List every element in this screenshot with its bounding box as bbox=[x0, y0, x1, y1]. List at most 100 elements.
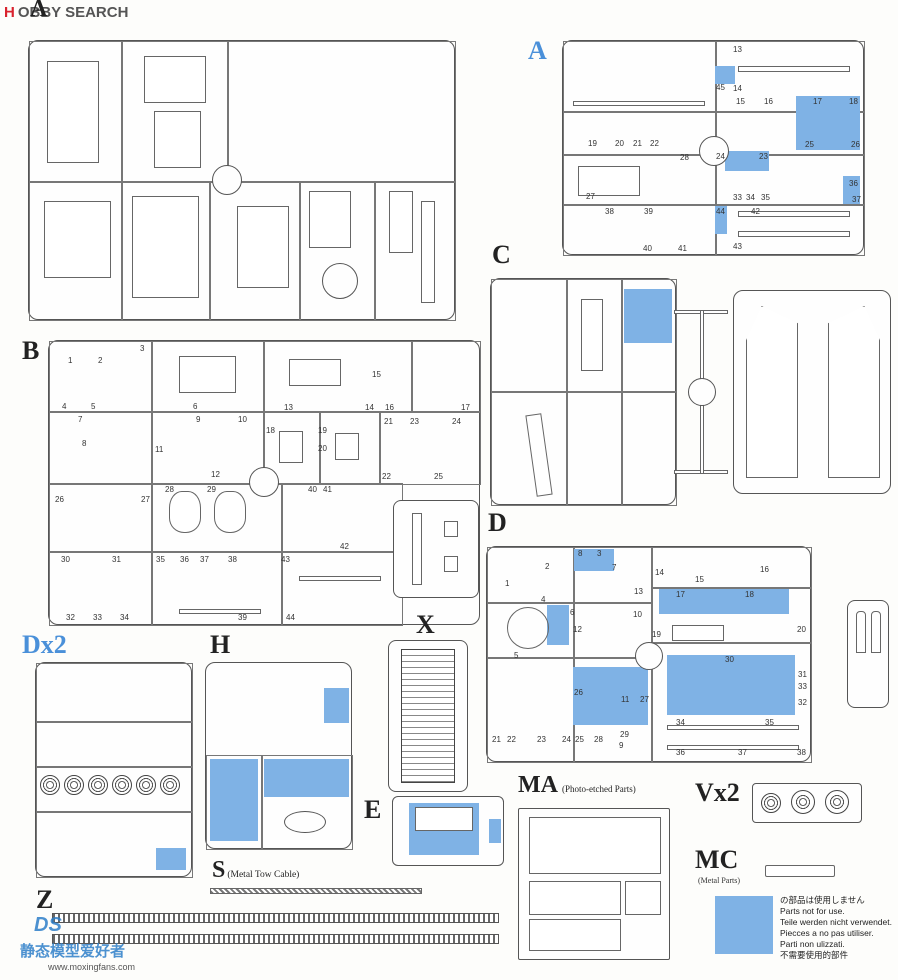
metal-part-rod bbox=[765, 865, 835, 877]
a-right-part-18: 18 bbox=[849, 97, 858, 106]
a-right-part-44: 44 bbox=[716, 207, 725, 216]
b-part-44: 44 bbox=[286, 613, 295, 622]
a-right-part-36: 36 bbox=[849, 179, 858, 188]
a-right-part-14: 14 bbox=[733, 84, 742, 93]
d-part-6: 6 bbox=[570, 608, 575, 617]
a-right-part-17: 17 bbox=[813, 97, 822, 106]
legend-line-zh: 不需要使用的部件 bbox=[780, 950, 849, 960]
b-part-10: 10 bbox=[238, 415, 247, 424]
a-right-part-38: 38 bbox=[605, 207, 614, 216]
d-part-36: 36 bbox=[676, 748, 685, 757]
b-part-30: 30 bbox=[61, 555, 70, 564]
d-part-25: 25 bbox=[575, 735, 584, 744]
d-part-17: 17 bbox=[676, 590, 685, 599]
logo-prefix: H bbox=[4, 4, 15, 21]
sprue-e-label: E bbox=[364, 795, 382, 824]
b-part-15: 15 bbox=[372, 370, 381, 379]
d-part-24: 24 bbox=[562, 735, 571, 744]
d-part-12: 12 bbox=[573, 625, 582, 634]
a-right-part-41: 41 bbox=[678, 244, 687, 253]
b-part-18: 18 bbox=[266, 426, 275, 435]
sprue-a-right-label: A bbox=[528, 36, 547, 65]
sprue-vx2-label: Vx2 bbox=[695, 778, 740, 807]
c-sprue-ring bbox=[688, 378, 716, 406]
a-right-part-19: 19 bbox=[588, 139, 597, 148]
sprue-h-frame bbox=[205, 662, 353, 850]
d-part-13: 13 bbox=[634, 587, 643, 596]
b-part-1: 1 bbox=[68, 356, 73, 365]
sprue-mc-label: MC bbox=[695, 845, 739, 874]
a-right-part-33: 33 bbox=[733, 193, 742, 202]
b-part-28: 28 bbox=[165, 485, 174, 494]
a-right-part-16: 16 bbox=[764, 97, 773, 106]
b-part-13: 13 bbox=[284, 403, 293, 412]
b-part-35: 35 bbox=[156, 555, 165, 564]
sprue-x-frame bbox=[388, 640, 468, 792]
b-part-3: 3 bbox=[140, 344, 145, 353]
d-part-4: 4 bbox=[541, 595, 546, 604]
b-part-14: 14 bbox=[365, 403, 374, 412]
sprue-vx2-frame bbox=[752, 783, 862, 823]
a-right-part-37: 37 bbox=[852, 195, 861, 204]
a-right-part-21: 21 bbox=[633, 139, 642, 148]
b-part-24: 24 bbox=[452, 417, 461, 426]
b-part-42: 42 bbox=[340, 542, 349, 551]
d-part-20: 20 bbox=[797, 625, 806, 634]
d-part-37: 37 bbox=[738, 748, 747, 757]
d-part-32: 32 bbox=[798, 698, 807, 707]
b-part-5: 5 bbox=[91, 402, 96, 411]
a-right-part-40: 40 bbox=[643, 244, 652, 253]
d-part-30: 30 bbox=[725, 655, 734, 664]
a-right-part-24: 24 bbox=[716, 152, 725, 161]
d-part-22: 22 bbox=[507, 735, 516, 744]
sprue-e-frame bbox=[392, 796, 504, 866]
a-right-part-34: 34 bbox=[746, 193, 755, 202]
sprue-c-side-frame bbox=[733, 290, 891, 494]
d-part-31: 31 bbox=[798, 670, 807, 679]
d-part-35: 35 bbox=[765, 718, 774, 727]
legend-line-fr: Piecces a no pas utiliser. bbox=[780, 928, 874, 938]
ds-watermark-logo: DS bbox=[34, 914, 62, 936]
legend-swatch bbox=[715, 896, 773, 954]
a-right-part-22: 22 bbox=[650, 139, 659, 148]
b-part-26: 26 bbox=[55, 495, 64, 504]
d-part-29: 29 bbox=[620, 730, 629, 739]
sprue-b-label: B bbox=[22, 336, 40, 365]
sprue-ma-frame bbox=[518, 808, 670, 960]
b-part-16: 16 bbox=[385, 403, 394, 412]
sprue-z-label: Z bbox=[36, 885, 54, 914]
d-part-8: 8 bbox=[578, 549, 583, 558]
sprue-c-frame bbox=[490, 278, 677, 506]
sprue-s-label-group: S (Metal Tow Cable) bbox=[212, 857, 299, 884]
b-part-33: 33 bbox=[93, 613, 102, 622]
sprue-d-side-frame bbox=[847, 600, 889, 708]
b-part-41: 41 bbox=[323, 485, 332, 494]
b-part-2: 2 bbox=[98, 356, 103, 365]
a-right-part-39: 39 bbox=[644, 207, 653, 216]
b-part-8: 8 bbox=[82, 439, 87, 448]
sprue-ma-letter: MA bbox=[518, 772, 558, 798]
b-part-29: 29 bbox=[207, 485, 216, 494]
sprue-s-letter: S bbox=[212, 857, 226, 883]
a-right-part-35: 35 bbox=[761, 193, 770, 202]
b-part-25: 25 bbox=[434, 472, 443, 481]
sprue-h-label: H bbox=[210, 630, 231, 659]
b-part-31: 31 bbox=[112, 555, 121, 564]
b-part-6: 6 bbox=[193, 402, 198, 411]
a-right-part-43: 43 bbox=[733, 242, 742, 251]
b-part-36: 36 bbox=[180, 555, 189, 564]
sprue-ma-note: (Photo-etched Parts) bbox=[561, 784, 636, 794]
b-part-9: 9 bbox=[196, 415, 201, 424]
d-part-11: 11 bbox=[621, 695, 630, 704]
d-part-18: 18 bbox=[745, 590, 754, 599]
a-right-part-13: 13 bbox=[733, 45, 742, 54]
b-part-12: 12 bbox=[211, 470, 220, 479]
b-part-21: 21 bbox=[384, 417, 393, 426]
b-part-19: 19 bbox=[318, 426, 327, 435]
metal-tow-cable bbox=[210, 888, 422, 894]
site-logo[interactable]: H OBBY SEARCH bbox=[4, 4, 128, 21]
d-part-16: 16 bbox=[760, 565, 769, 574]
sprue-dx2-frame bbox=[35, 662, 193, 878]
sprue-c-label: C bbox=[492, 240, 511, 269]
d-part-21: 21 bbox=[492, 735, 501, 744]
